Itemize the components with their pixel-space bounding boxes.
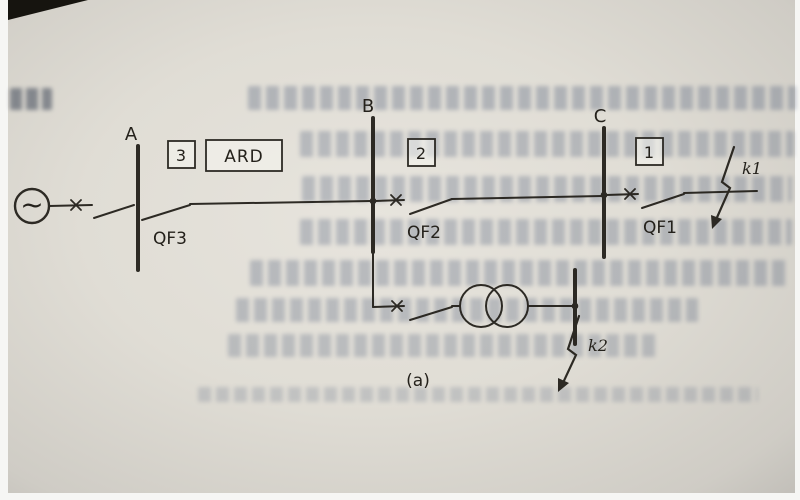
breaker-qf1-label: QF1 [643, 218, 677, 238]
bleed-text-row [300, 219, 792, 245]
bleed-text-row [228, 334, 660, 357]
tag-box-2 [407, 138, 436, 167]
breaker-qf2-label: QF2 [407, 223, 441, 243]
bleed-text-row [198, 387, 758, 402]
arrowhead [558, 378, 569, 392]
arrowhead [711, 215, 722, 229]
bus-a-label: A [125, 124, 138, 145]
generator-tilde-glyph: ~ [20, 188, 43, 221]
tag-ard-label: ARD [224, 147, 264, 167]
breaker-qf3-blade [141, 204, 191, 221]
breaker-cross-icons [70, 188, 636, 312]
disconnect-blade [93, 204, 135, 219]
bleed-text-row [250, 260, 790, 286]
cross-icon [70, 199, 82, 211]
breaker-qf1-blade [641, 193, 685, 209]
tag-1-label: 1 [644, 143, 654, 162]
tag-box-1 [635, 137, 664, 166]
fault-arrow-k2 [558, 314, 581, 392]
transformer-symbol [459, 284, 529, 328]
bus-b-label: B [362, 96, 374, 117]
junction-dots [369, 191, 608, 310]
fault-arrow-k1 [711, 145, 736, 229]
breaker-qf3-label: QF3 [153, 229, 187, 249]
figure-caption: (a) [406, 371, 430, 391]
branch-switch-blade [409, 306, 453, 321]
bleed-text-row [300, 131, 794, 157]
bleed-text-row [10, 88, 52, 110]
bleed-text-row [236, 298, 698, 322]
bus-c-label: C [594, 106, 607, 127]
tag-boxes [167, 137, 664, 172]
tag-box-3 [167, 140, 196, 169]
tag-2-label: 2 [416, 144, 426, 163]
breaker-qf2-blade [409, 198, 453, 215]
main-feeder-line [48, 190, 758, 221]
fault-k1-label: k1 [742, 159, 762, 178]
tag-box-ard [205, 139, 283, 172]
page-corner-shadow [8, 0, 88, 20]
tag-3-label: 3 [176, 146, 186, 165]
fault-k2-label: k2 [588, 336, 608, 355]
cross-icon [390, 194, 402, 206]
cross-icon [624, 188, 636, 200]
bleed-text-row [248, 86, 796, 110]
transformer-branch-line [372, 202, 576, 321]
